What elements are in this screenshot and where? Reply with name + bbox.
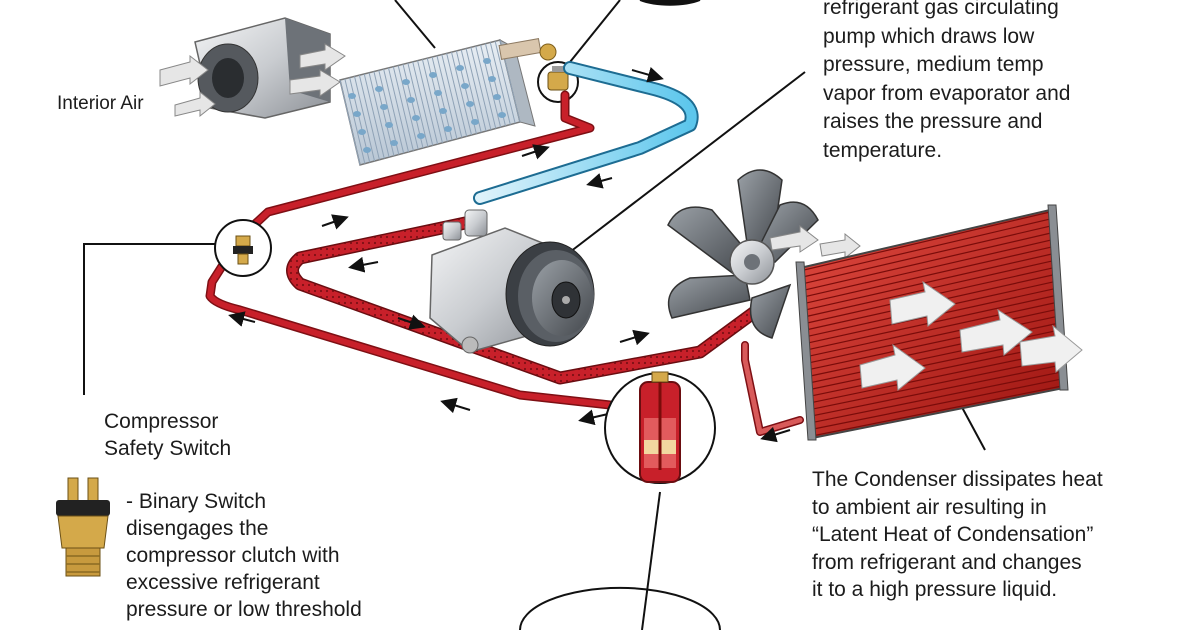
condenser-description: The Condenser dissipates heat to ambient…	[812, 468, 1103, 601]
flow-arrows	[228, 67, 791, 443]
interior-air-label: Interior Air	[57, 93, 144, 114]
expansion-valve-icon	[547, 66, 569, 91]
cooling-fan-icon	[667, 169, 861, 339]
safety-switch-icon	[233, 235, 253, 265]
binary-switch-icon	[56, 477, 110, 577]
safety-switch-title: Compressor Safety Switch	[104, 410, 232, 460]
binary-switch-description: - Binary Switch disengages the compresso…	[126, 490, 362, 621]
evaporator-icon	[339, 38, 557, 166]
callout-circle-bottom	[519, 586, 721, 630]
blower-fan-icon	[159, 17, 346, 119]
callout-circle-top	[639, 0, 701, 6]
receiver-drier-icon	[639, 371, 681, 483]
condenser-icon	[795, 204, 1083, 441]
compressor-icon	[429, 209, 595, 354]
compressor-description: refrigerant gas circulating pump which d…	[823, 0, 1071, 162]
